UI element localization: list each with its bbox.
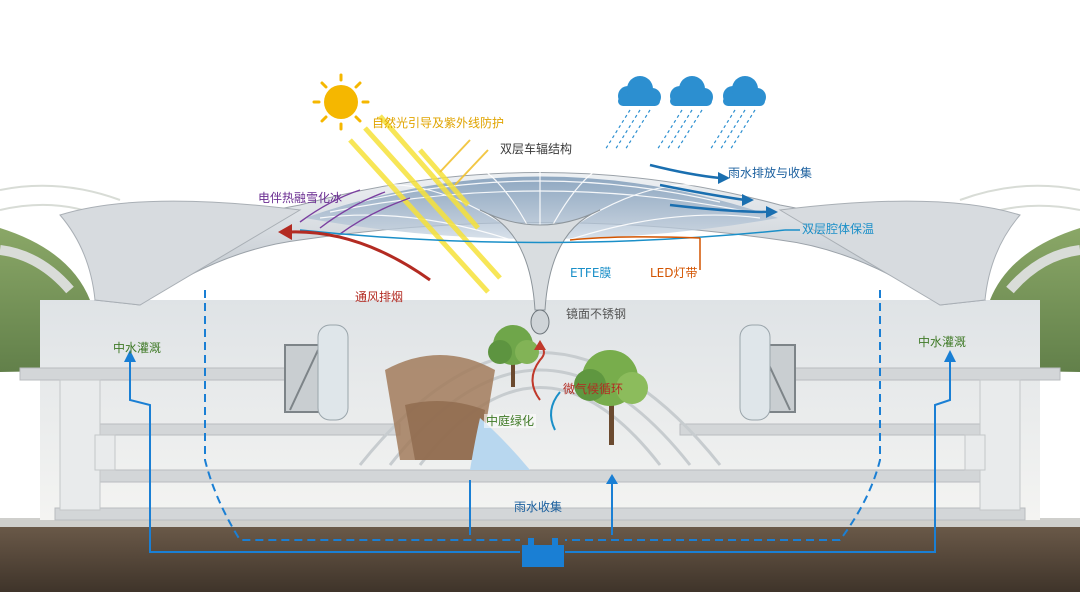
timber-canopy: [385, 355, 495, 460]
rain-lines: [604, 109, 756, 151]
roof-wing-left: [59, 200, 302, 306]
label-rain-collect: 雨水收集: [514, 500, 563, 514]
led-lines: [569, 236, 701, 270]
mirror-steel-drop: [530, 309, 550, 335]
label-irrigation-left: 中水灌溉: [113, 341, 162, 355]
facade-bays: [59, 379, 1021, 511]
cloud-icon: [670, 76, 713, 106]
label-greening: 中庭绿化: [484, 414, 537, 428]
label-etfe: ETFE膜: [570, 266, 612, 280]
water-pipes: [129, 290, 951, 553]
ground-slab: [0, 518, 1080, 527]
building-body: [40, 300, 1040, 520]
label-snow-melt: 电伴热融雪化冰: [258, 191, 343, 205]
floor-slabs: [19, 367, 1061, 521]
sunlight-rays: [348, 114, 502, 294]
atrium-tree-right: [574, 350, 648, 445]
label-microclimate: 微气候循环: [563, 382, 624, 396]
label-sunlight: 自然光引导及紫外线防护: [372, 116, 505, 130]
water-arrowheads: [124, 350, 956, 484]
funnel-column: [479, 209, 601, 311]
label-steel: 镜面不锈钢: [566, 307, 627, 321]
cloud-icon: [723, 76, 766, 106]
atrium-tree-left: [488, 325, 539, 387]
insulation-line: [299, 229, 800, 244]
label-insulation: 双层腔体保温: [802, 222, 875, 236]
sun-icon: [312, 73, 370, 131]
ventilation-arrow: [289, 230, 431, 282]
label-structure: 双层车辐结构: [500, 142, 573, 156]
heating-lines: [299, 189, 411, 235]
rain-drain-arrows: [649, 163, 771, 214]
label-ventilation: 通风排烟: [355, 290, 404, 304]
label-rain-drain: 雨水排放与收集: [728, 166, 813, 180]
elevators: [317, 324, 771, 421]
atrium-pool: [470, 418, 530, 470]
rain-tank-icon: [522, 538, 564, 567]
roof-wing-right: [778, 200, 1021, 306]
label-irrigation-right: 中水灌溉: [918, 335, 967, 349]
label-led: LED灯带: [650, 266, 698, 280]
cloud-icon: [618, 76, 661, 106]
